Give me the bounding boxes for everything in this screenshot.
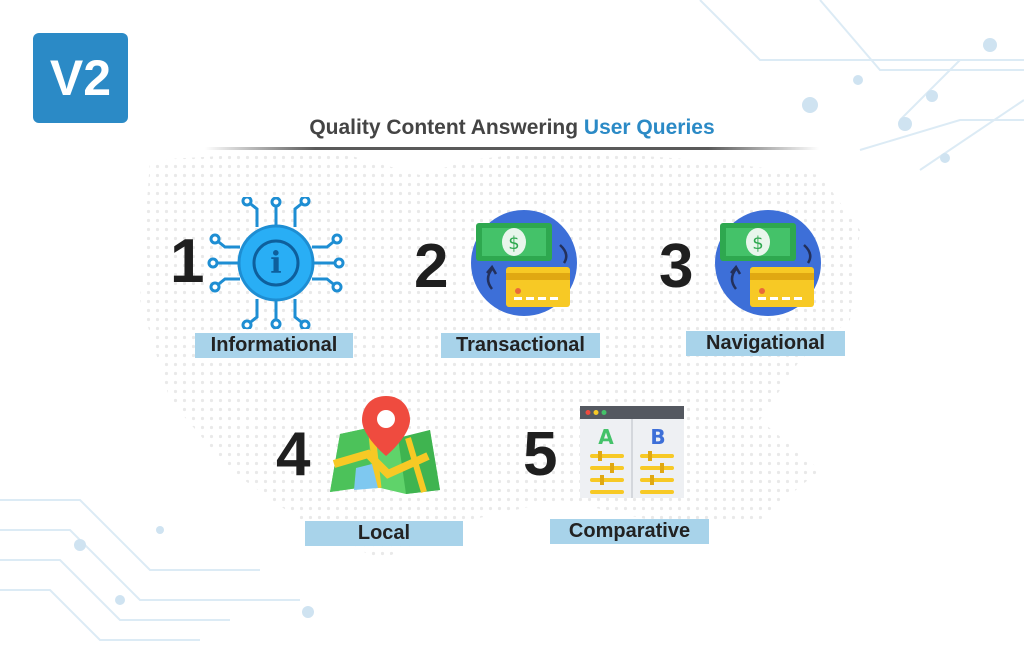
option-a-glyph: A [598,425,614,449]
title-prefix: Quality Content Answering [309,116,584,139]
info-glyph: i [270,246,281,281]
dollar-glyph: $ [508,233,519,254]
circuit-nodes [74,38,997,618]
item-label: Local [305,521,463,546]
ab-compare-icon: A B [580,406,684,498]
circuit-lines [0,0,1024,641]
item-label: Navigational [686,331,845,356]
logo[interactable]: V2 [33,33,128,123]
title-underline [205,147,819,150]
item-label: Comparative [550,519,709,544]
item-number: 4 [276,420,311,489]
money-card-exchange-icon: $ [471,210,577,316]
item-number: 1 [170,227,205,296]
item-label: Transactional [441,333,600,358]
map-pin-icon [330,396,440,494]
dollar-glyph: $ [752,233,763,254]
item-number: 5 [523,420,558,489]
info-network-icon: i [207,197,345,329]
item-label: Informational [195,333,353,358]
item-number: 3 [659,232,694,301]
page-title: Quality Content Answering User Queries [0,116,1024,140]
money-card-exchange-icon: $ [715,210,821,316]
title-accent: User Queries [583,116,715,139]
option-b-glyph: B [650,425,665,449]
item-number: 2 [414,232,449,301]
